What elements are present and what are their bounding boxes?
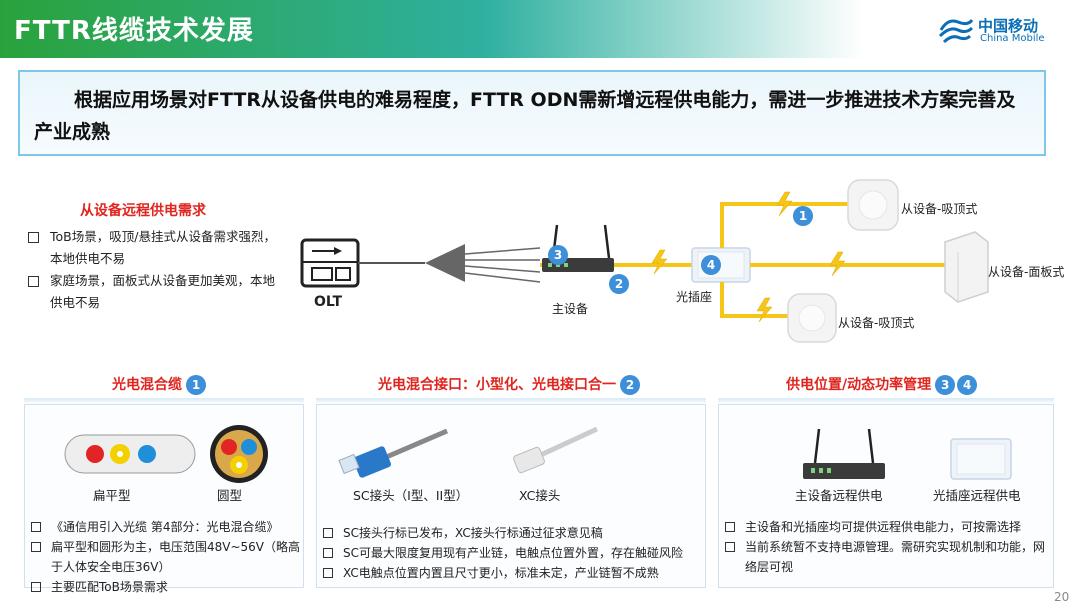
splitter-icon [425, 244, 465, 282]
marker-3: 3 [548, 245, 568, 265]
marker-1: 1 [186, 375, 206, 395]
title-bar: FTTR线缆技术发展 中国移动 China Mobile [0, 0, 1080, 58]
list-item: 扁平型和圆形为主，电压范围48V~56V（略高于人体安全电压36V） [29, 537, 301, 577]
caption-socket-power: 光插座远程供电 [933, 488, 1021, 503]
main-device-label: 主设备 [552, 302, 589, 316]
caption-sc: SC接头（I型、II型） [353, 488, 469, 503]
power-images [803, 428, 1012, 480]
hybrid-cable-bottom [720, 282, 790, 318]
diagram-canvas [300, 179, 989, 343]
cable-cross-section [64, 425, 268, 483]
caption-round: 圆型 [217, 488, 243, 503]
sc-connector-icon [338, 428, 448, 478]
connector-images [338, 426, 599, 478]
router-icon [803, 428, 885, 479]
cable-notes: 《通信用引入光缆 第4部分：光电混合缆》 扁平型和圆形为主，电压范围48V~56… [29, 517, 301, 597]
list-item: 主要匹配ToB场景需求 [29, 577, 301, 597]
power-notes: 主设备和光插座均可提供远程供电能力，可按需选择 当前系统暂不支持电源管理。需研究… [723, 517, 1051, 577]
socket-icon [950, 438, 1012, 480]
page-number: 20 [1054, 590, 1070, 604]
panel-power: 主设备远程供电 光插座远程供电 主设备和光插座均可提供远程供电能力，可按需选择 … [718, 404, 1054, 588]
xc-connector-icon [513, 426, 599, 474]
power-icon [756, 297, 773, 323]
marker-1: 1 [793, 206, 813, 226]
marker-2: 2 [609, 274, 629, 294]
slave-bottom-label: 从设备-吸顶式 [838, 316, 915, 330]
china-mobile-logo: 中国移动 China Mobile [938, 14, 1078, 46]
marker-4: 4 [701, 255, 721, 275]
panel-cable: 扁平型 圆型 《通信用引入光缆 第4部分：光电混合缆》 扁平型和圆形为主，电压范… [24, 404, 304, 594]
power-icon [829, 251, 846, 277]
summary-text: 根据应用场景对FTTR从设备供电的难易程度，FTTR ODN需新增远程供电能力，… [34, 89, 1016, 143]
power-icon [776, 191, 793, 217]
logo-text-cn: 中国移动 [978, 17, 1039, 35]
requirements-title: 从设备远程供电需求 [80, 203, 206, 219]
list-item: XC电触点位置内置且尺寸更小，标准未定，产业链暂不成熟 [321, 563, 703, 583]
list-item: ToB场景，吸顶/悬挂式从设备需求强烈，本地供电不易 [26, 226, 286, 270]
power-icon [651, 249, 668, 275]
marker-4: 4 [957, 375, 978, 395]
caption-main-power: 主设备远程供电 [795, 488, 883, 503]
list-item: SC接头行标已发布，XC接头行标通过征求意见稿 [321, 523, 703, 543]
caption-xc: XC接头 [519, 488, 561, 503]
panel-interface: SC接头（I型、II型） XC接头 SC接头行标已发布，XC接头行标通过征求意见… [316, 404, 706, 588]
panel-accent [718, 398, 1054, 404]
flat-cable-icon [64, 434, 196, 474]
caption-flat: 扁平型 [93, 488, 131, 503]
olt-icon [300, 238, 360, 288]
marker-2: 2 [620, 375, 640, 395]
round-cable-icon [210, 425, 268, 483]
list-item: SC可最大限度复用现有产业链，电触点位置外置，存在触碰风险 [321, 543, 703, 563]
network-diagram: OLT 主设备 光插座 从设备-吸顶式 从设备-面板式 从设备-吸顶式 3 2 … [0, 170, 1080, 360]
list-item: 当前系统暂不支持电源管理。需研究实现机制和功能，网络层可视 [723, 537, 1051, 577]
marker-3: 3 [935, 375, 956, 395]
slave-panel-label: 从设备-面板式 [988, 265, 1065, 279]
olt-label: OLT [314, 294, 343, 310]
panel-accent [316, 398, 706, 404]
ceiling-device-icon [847, 179, 899, 231]
interface-notes: SC接头行标已发布，XC接头行标通过征求意见稿 SC可最大限度复用现有产业链，电… [321, 523, 703, 583]
list-item: 《通信用引入光缆 第4部分：光电混合缆》 [29, 517, 301, 537]
page-title: FTTR线缆技术发展 [14, 16, 254, 46]
socket-label: 光插座 [676, 290, 713, 304]
china-mobile-mark-icon [938, 19, 974, 44]
hybrid-cable-top [720, 202, 852, 248]
summary-banner: 根据应用场景对FTTR从设备供电的难易程度，FTTR ODN需新增远程供电能力，… [18, 70, 1046, 156]
list-item: 主设备和光插座均可提供远程供电能力，可按需选择 [723, 517, 1051, 537]
fiber-branches [464, 247, 541, 283]
panel-device-icon [944, 231, 989, 303]
list-item: 家庭场景，面板式从设备更加美观，本地供电不易 [26, 270, 286, 314]
ceiling-device-icon [787, 293, 837, 343]
logo-text-en: China Mobile [980, 33, 1045, 44]
requirements-list: ToB场景，吸顶/悬挂式从设备需求强烈，本地供电不易 家庭场景，面板式从设备更加… [26, 226, 286, 314]
panel-accent [24, 398, 304, 404]
slave-top-label: 从设备-吸顶式 [901, 202, 978, 216]
